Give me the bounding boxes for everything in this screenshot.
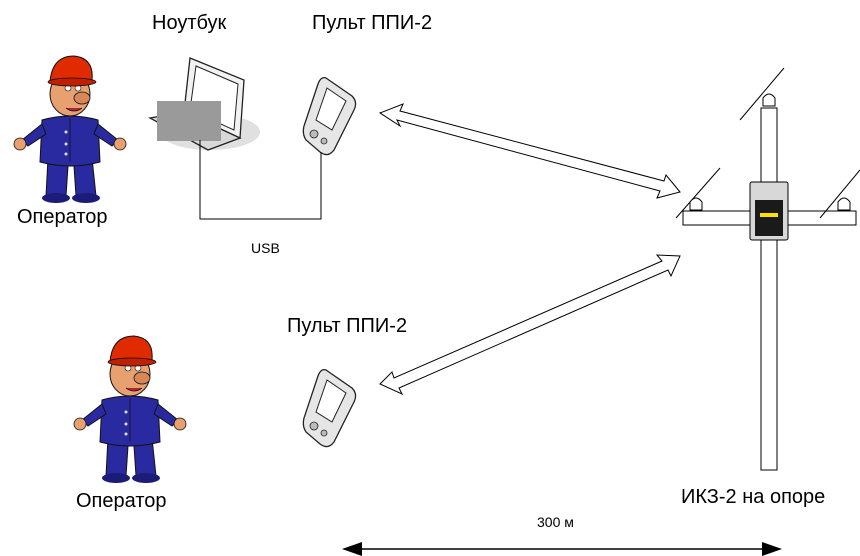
laptop-screen-placeholder (157, 101, 221, 141)
radio-link-arrow-top (378, 103, 681, 199)
operator-bottom-icon (73, 335, 187, 484)
distance-label: 300 м (537, 514, 574, 530)
device-label: ИКЗ-2 на опоре (681, 486, 826, 508)
laptop-label: Ноутбук (152, 12, 227, 34)
operator-top-label: Оператор (17, 206, 108, 228)
usb-label: USB (251, 240, 280, 256)
distance-arrow (342, 542, 782, 556)
usb-cable (199, 140, 322, 220)
remote-top-icon (302, 76, 357, 156)
laptop-icon (148, 57, 260, 151)
radio-link-arrow-bottom (379, 254, 681, 396)
ikz-device-icon (749, 181, 789, 241)
operator-bottom-label: Оператор (76, 490, 167, 512)
operator-top-icon (13, 55, 127, 204)
remote-bottom-label: Пульт ППИ-2 (287, 315, 408, 337)
remote-top-label: Пульт ППИ-2 (312, 12, 433, 34)
power-pole-icon (675, 67, 860, 471)
remote-bottom-icon (302, 368, 357, 448)
